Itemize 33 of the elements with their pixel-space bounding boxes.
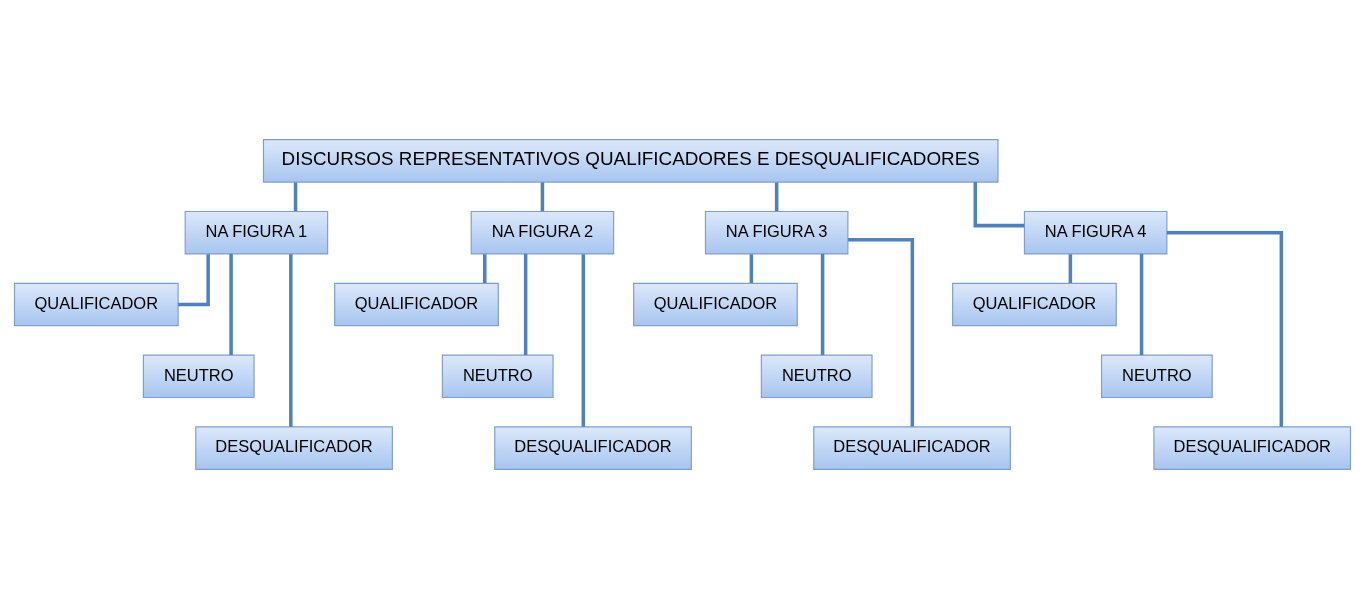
connector (523, 253, 528, 355)
node-box: NEUTRO (142, 354, 255, 399)
connector (229, 253, 233, 355)
node-box: QUALIFICADOR (633, 282, 798, 327)
node-box: NA FIGURA 3 (704, 210, 849, 255)
connector (774, 182, 779, 212)
connector (289, 254, 293, 427)
connector (293, 182, 298, 212)
connector (581, 254, 586, 427)
node-box: DISCURSOS REPRESENTATIVOS QUALIFICADORES E DESQUALIFICADORES (262, 139, 999, 183)
node-box: NA FIGURA 2 (470, 210, 615, 255)
connector (178, 254, 210, 307)
connector (820, 253, 825, 355)
node-box: DESQUALIFICADOR (195, 426, 393, 470)
node-box: DESQUALIFICADOR (494, 426, 692, 470)
node-box: QUALIFICADOR (334, 282, 499, 327)
node-box: QUALIFICADOR (13, 282, 179, 327)
node-box: DESQUALIFICADOR (813, 426, 1011, 470)
node-box: NEUTRO (1100, 354, 1213, 399)
connector (540, 182, 545, 212)
connector (973, 182, 1025, 228)
connector (749, 254, 754, 283)
connector (1139, 253, 1144, 355)
connector (483, 254, 487, 283)
connector (1068, 254, 1073, 283)
node-box: NEUTRO (441, 354, 554, 399)
node-box: DESQUALIFICADOR (1153, 426, 1352, 470)
connector (848, 238, 915, 427)
node-box: NEUTRO (760, 354, 873, 399)
connector (1166, 230, 1284, 427)
node-box: QUALIFICADOR (952, 282, 1117, 327)
node-box: NA FIGURA 4 (1023, 210, 1168, 255)
node-box: NA FIGURA 1 (184, 210, 329, 255)
